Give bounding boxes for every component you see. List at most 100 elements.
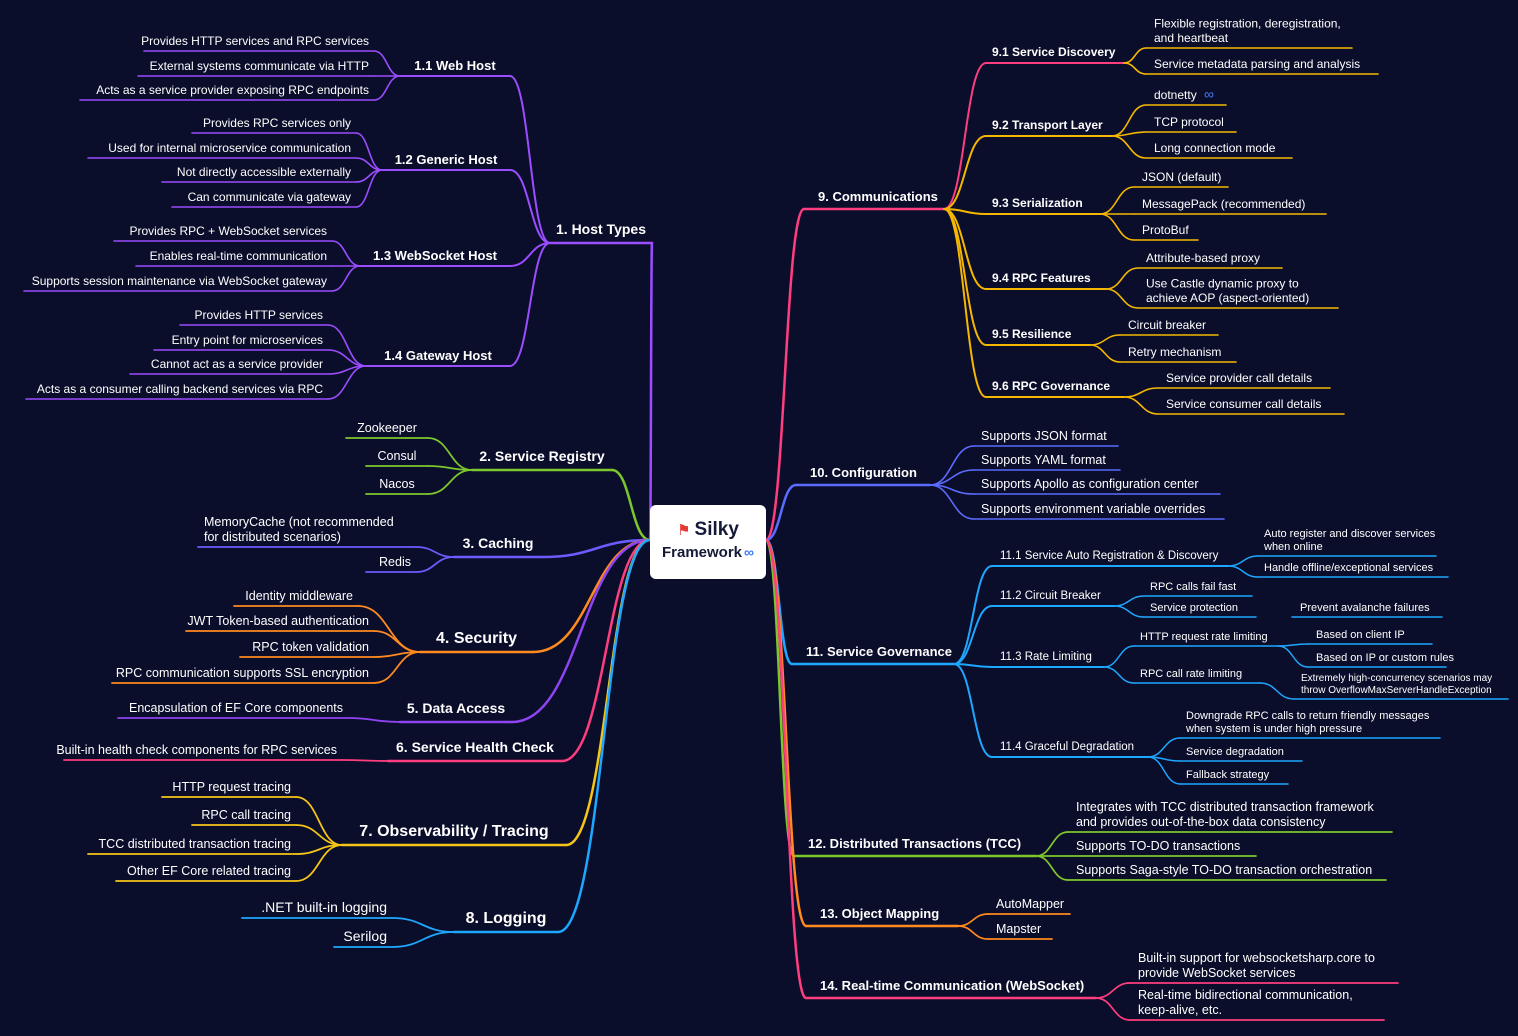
leaf-text: RPC token validation [252,640,369,654]
leaf-text: Supports environment variable overrides [981,502,1205,516]
sub-connector [953,565,993,665]
leaf-text: Acts as a service provider exposing RPC … [96,83,369,97]
leaf-connector [1035,855,1069,881]
leaf-text: Provides RPC services only [203,116,351,130]
leaf-text: Provides RPC + WebSocket services [129,224,327,238]
branch-label-logging: 8. Logging [466,910,547,927]
leaf-text: Fallback strategy [1186,769,1270,781]
leaf-connector [331,265,361,292]
leaf-connector [1111,131,1147,137]
leaf-text: TCC distributed transaction tracing [99,837,291,851]
leaf-text: Service consumer call details [1166,397,1321,411]
leaf-text: Handle offline/exceptional services [1264,562,1434,574]
leaf-text: HTTP request rate limiting [1140,631,1268,643]
leaf-connector [1259,682,1295,700]
sub-connector [953,605,993,665]
leaf-text: Integrates with TCC distributed transact… [1076,800,1375,829]
sub-label: 9.6 RPC Governance [992,379,1110,393]
leaf-connector [355,169,383,208]
leaf-connector [1089,334,1121,346]
leaf-connector [1099,186,1135,215]
leaf-text: Retry mechanism [1128,345,1221,359]
leaf-text: Based on client IP [1316,629,1405,641]
leaf-text: JWT Token-based authentication [187,614,369,628]
leaf-connector [373,50,401,77]
leaf-text: Long connection mode [1154,141,1276,155]
leaf-text: Supports YAML format [981,453,1106,467]
root-node[interactable]: ⚑Silky Framework∞ [650,505,766,579]
leaf-connector [355,132,383,171]
leaf-connector [427,437,473,471]
leaf-connector [1095,997,1131,1021]
red-flag-icon: ⚑ [677,522,691,539]
branch-label-security: 4. Security [436,630,517,647]
leaf-connector [373,651,421,684]
sub-connector [943,208,987,398]
leaf-text: Supports TO-DO transactions [1076,839,1240,853]
leaf-text: Provides HTTP services and RPC services [141,34,369,48]
leaf-connector [1227,565,1259,578]
sub-label: 11.3 Rate Limiting [1000,651,1092,663]
leaf-connector [373,630,421,653]
sub-connector [509,242,551,267]
branch-connector [564,538,652,847]
leaf-text: TCP protocol [1154,115,1224,129]
leaf-connector [327,324,367,367]
leaf-connector [415,556,455,573]
leaf-text: RPC communication supports SSL encryptio… [116,666,369,680]
leaf-text: Service metadata parsing and analysis [1154,57,1360,71]
leaf-connector [1099,213,1135,241]
branch-label-distributed-transactions: 12. Distributed Transactions (TCC) [808,836,1021,851]
leaf-text: dotnetty [1154,88,1197,102]
leaf-text: Other EF Core related tracing [127,864,291,878]
leaf-text: Service degradation [1186,746,1284,758]
leaf-text: Supports session maintenance via WebSock… [32,274,327,288]
sub-connector [509,242,551,367]
leaf-text: Based on IP or custom rules [1316,652,1454,664]
sub-label: 11.2 Circuit Breaker [1000,590,1101,602]
leaf-connector [1113,605,1145,618]
branch-label-caching: 3. Caching [463,535,534,551]
leaf-connector [1123,47,1147,64]
sub-connector [509,75,551,244]
leaf-text: AutoMapper [996,897,1064,911]
leaf-text: .NET built-in logging [261,899,387,915]
leaf-text: Service protection [1150,602,1238,614]
branch-label-realtime: 14. Real-time Communication (WebSocket) [820,978,1084,993]
leaf-text: Nacos [379,477,414,491]
root-subtitle: Framework [661,544,743,561]
branch-connector [764,538,808,928]
leaf-connector [1111,135,1147,159]
leaf-connector [1113,595,1145,607]
branch-label-communications: 9. Communications [818,189,938,204]
leaf-connector [327,349,367,367]
root-title: Silky [694,519,739,540]
branch-label-configuration: 10. Configuration [810,465,917,480]
leaf-connector [327,365,367,400]
leaf-text: Service provider call details [1166,371,1312,385]
leaf-text: Supports JSON format [981,429,1107,443]
branch-connector [764,207,806,542]
leaf-connector [1105,288,1139,309]
leaf-connector [373,75,401,101]
leaf-text: Consul [378,449,417,463]
leaf-text: HTTP request tracing [172,780,291,794]
sub-connector [943,135,987,210]
sub-label: 1.2 Generic Host [395,152,498,167]
leaf-text: Provides HTTP services [195,308,323,322]
leaf-connector [341,759,389,762]
branch-label-health-check: 6. Service Health Check [396,739,554,755]
infinity-link-icon[interactable]: ∞ [744,544,755,560]
leaf-connector [929,484,975,520]
sub-connector [943,208,987,346]
leaf-text: JSON (default) [1142,170,1221,184]
leaf-text: Attribute-based proxy [1146,251,1260,265]
branch-connector [764,538,808,1000]
leaf-connector [957,913,989,927]
infinity-link-icon[interactable]: ∞ [1204,86,1214,102]
sub-connector [509,169,551,244]
branch-connector [560,538,652,763]
leaf-text: Acts as a consumer calling backend servi… [37,382,323,396]
